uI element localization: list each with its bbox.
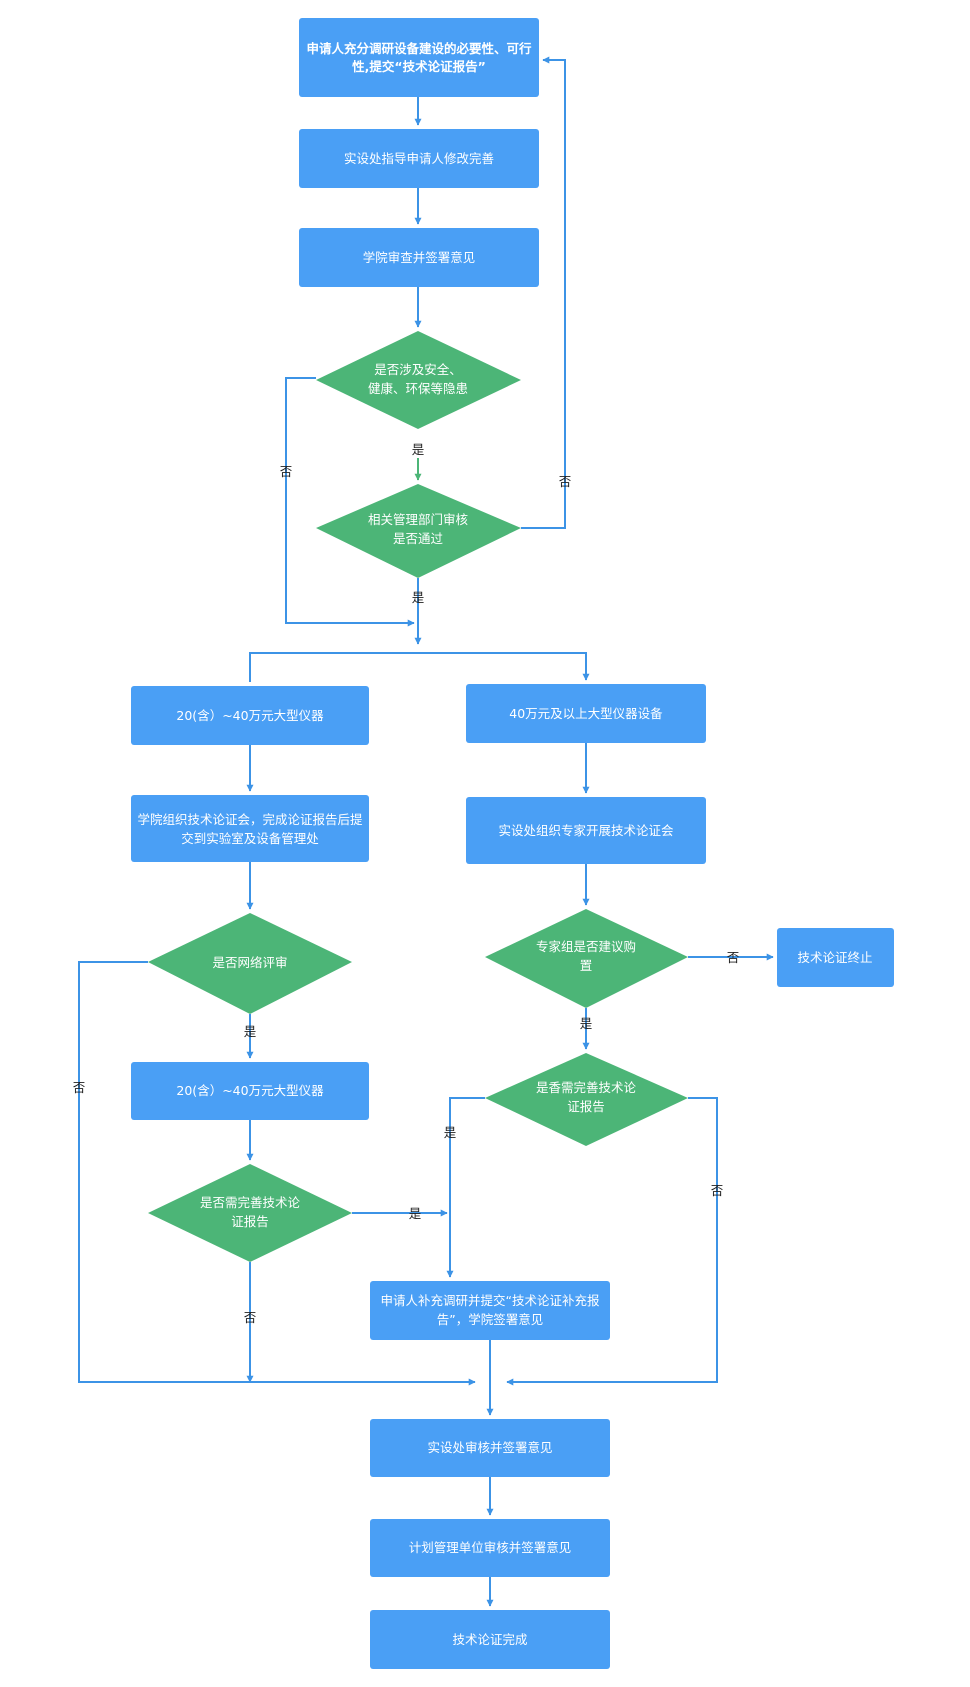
edge-safety-no: [285, 377, 415, 627]
svg-text:实设处审核并签署意见: 实设处审核并签署意见: [427, 1440, 552, 1455]
decision-safety-check-line-1: 是否涉及安全、: [374, 362, 462, 377]
decision-need-improve-right-line-2: 证报告: [567, 1099, 605, 1114]
decision-need-improve-left: 是否需完善技术论 证报告: [148, 1164, 352, 1262]
node-submit-report: 申请人充分调研设备建设的必要性、可行 性,提交“技术论证报告”: [299, 18, 539, 97]
decision-dept-approval-line-1: 相关管理部门审核: [368, 512, 469, 527]
edge-labels: 是 否 否 是 是 否 是 否 否 是 是 否: [73, 442, 740, 1325]
node-college-meeting-line-1: 学院组织技术论证会，完成论证报告后提: [137, 812, 363, 827]
svg-text:技术论证完成: 技术论证完成: [452, 1632, 527, 1647]
label-improve-right-no: 否: [711, 1183, 724, 1198]
label-network-no: 否: [73, 1080, 86, 1095]
decision-expert-recommend-line-1: 专家组是否建议购: [536, 939, 636, 954]
decision-need-improve-left-line-2: 证报告: [231, 1214, 269, 1229]
edge-improve-right-no: [506, 1097, 718, 1386]
label-recommend-yes: 是: [580, 1016, 593, 1031]
node-supplement-report-line-1: 申请人补充调研并提交“技术论证补充报: [381, 1293, 600, 1308]
node-guide-revise: 实设处指导申请人修改完善: [299, 129, 539, 188]
edge-approval-no: [521, 56, 566, 529]
svg-text:技术论证终止: 技术论证终止: [797, 950, 872, 965]
label-improve-left-yes: 是: [409, 1206, 422, 1221]
decision-dept-approval: 相关管理部门审核 是否通过: [316, 484, 521, 578]
node-office-review: 实设处审核并签署意见: [370, 1419, 610, 1477]
svg-text:计划管理单位审核并签署意见: 计划管理单位审核并签署意见: [409, 1540, 572, 1555]
edge-network-no: [78, 961, 476, 1386]
decision-need-improve-left-line-1: 是否需完善技术论: [200, 1195, 301, 1210]
node-submit-report-line-1: 申请人充分调研设备建设的必要性、可行: [306, 41, 532, 56]
label-improve-right-yes: 是: [444, 1125, 457, 1140]
node-supplement-report: 申请人补充调研并提交“技术论证补充报 告”，学院签署意见: [370, 1281, 610, 1340]
svg-text:20(含）~40万元大型仪器: 20(含）~40万元大型仪器: [176, 1083, 324, 1098]
svg-text:是否网络评审: 是否网络评审: [212, 955, 287, 970]
decision-need-improve-right: 是香需完善技术论 证报告: [485, 1053, 688, 1146]
edge-improve-right-yes: [446, 1097, 485, 1278]
svg-text:学院审查并签署意见: 学院审查并签署意见: [363, 250, 476, 265]
node-plan-unit-review: 计划管理单位审核并签署意见: [370, 1519, 610, 1577]
svg-text:实设处组织专家开展技术论证会: 实设处组织专家开展技术论证会: [498, 823, 674, 838]
node-complete: 技术论证完成: [370, 1610, 610, 1669]
node-range-20-40: 20(含）~40万元大型仪器: [131, 686, 369, 745]
decision-network-review: 是否网络评审: [148, 913, 352, 1014]
decision-need-improve-right-line-1: 是香需完善技术论: [536, 1080, 637, 1095]
node-submit-report-line-2: 性,提交“技术论证报告”: [351, 59, 486, 74]
node-college-review: 学院审查并签署意见: [299, 228, 539, 287]
svg-text:实设处指导申请人修改完善: 实设处指导申请人修改完善: [344, 151, 494, 166]
svg-text:40万元及以上大型仪器设备: 40万元及以上大型仪器设备: [509, 706, 663, 721]
label-safety-yes: 是: [412, 442, 425, 457]
decision-dept-approval-line-2: 是否通过: [393, 531, 444, 546]
svg-text:20(含）~40万元大型仪器: 20(含）~40万元大型仪器: [176, 708, 324, 723]
label-recommend-no: 否: [727, 950, 740, 965]
node-college-meeting: 学院组织技术论证会，完成论证报告后提 交到实验室及设备管理处: [131, 795, 369, 862]
label-approval-yes: 是: [412, 590, 425, 605]
node-supplement-report-line-2: 告”，学院签署意见: [437, 1312, 543, 1327]
node-range-20-40-b: 20(含）~40万元大型仪器: [131, 1062, 369, 1120]
connectors: [78, 56, 774, 1607]
node-terminate: 技术论证终止: [777, 928, 894, 987]
node-office-expert-meeting: 实设处组织专家开展技术论证会: [466, 797, 706, 864]
decision-safety-check-line-2: 健康、环保等隐患: [368, 381, 468, 396]
decision-expert-recommend: 专家组是否建议购 置: [485, 909, 688, 1008]
label-network-yes: 是: [244, 1024, 257, 1039]
decision-safety-check: 是否涉及安全、 健康、环保等隐患: [316, 331, 521, 429]
label-safety-no: 否: [280, 464, 293, 479]
label-approval-no: 否: [559, 474, 572, 489]
node-range-40-up: 40万元及以上大型仪器设备: [466, 684, 706, 743]
decision-expert-recommend-line-2: 置: [580, 958, 593, 973]
label-improve-left-no: 否: [244, 1310, 257, 1325]
edge-split: [249, 652, 590, 682]
node-college-meeting-line-2: 交到实验室及设备管理处: [181, 831, 319, 846]
